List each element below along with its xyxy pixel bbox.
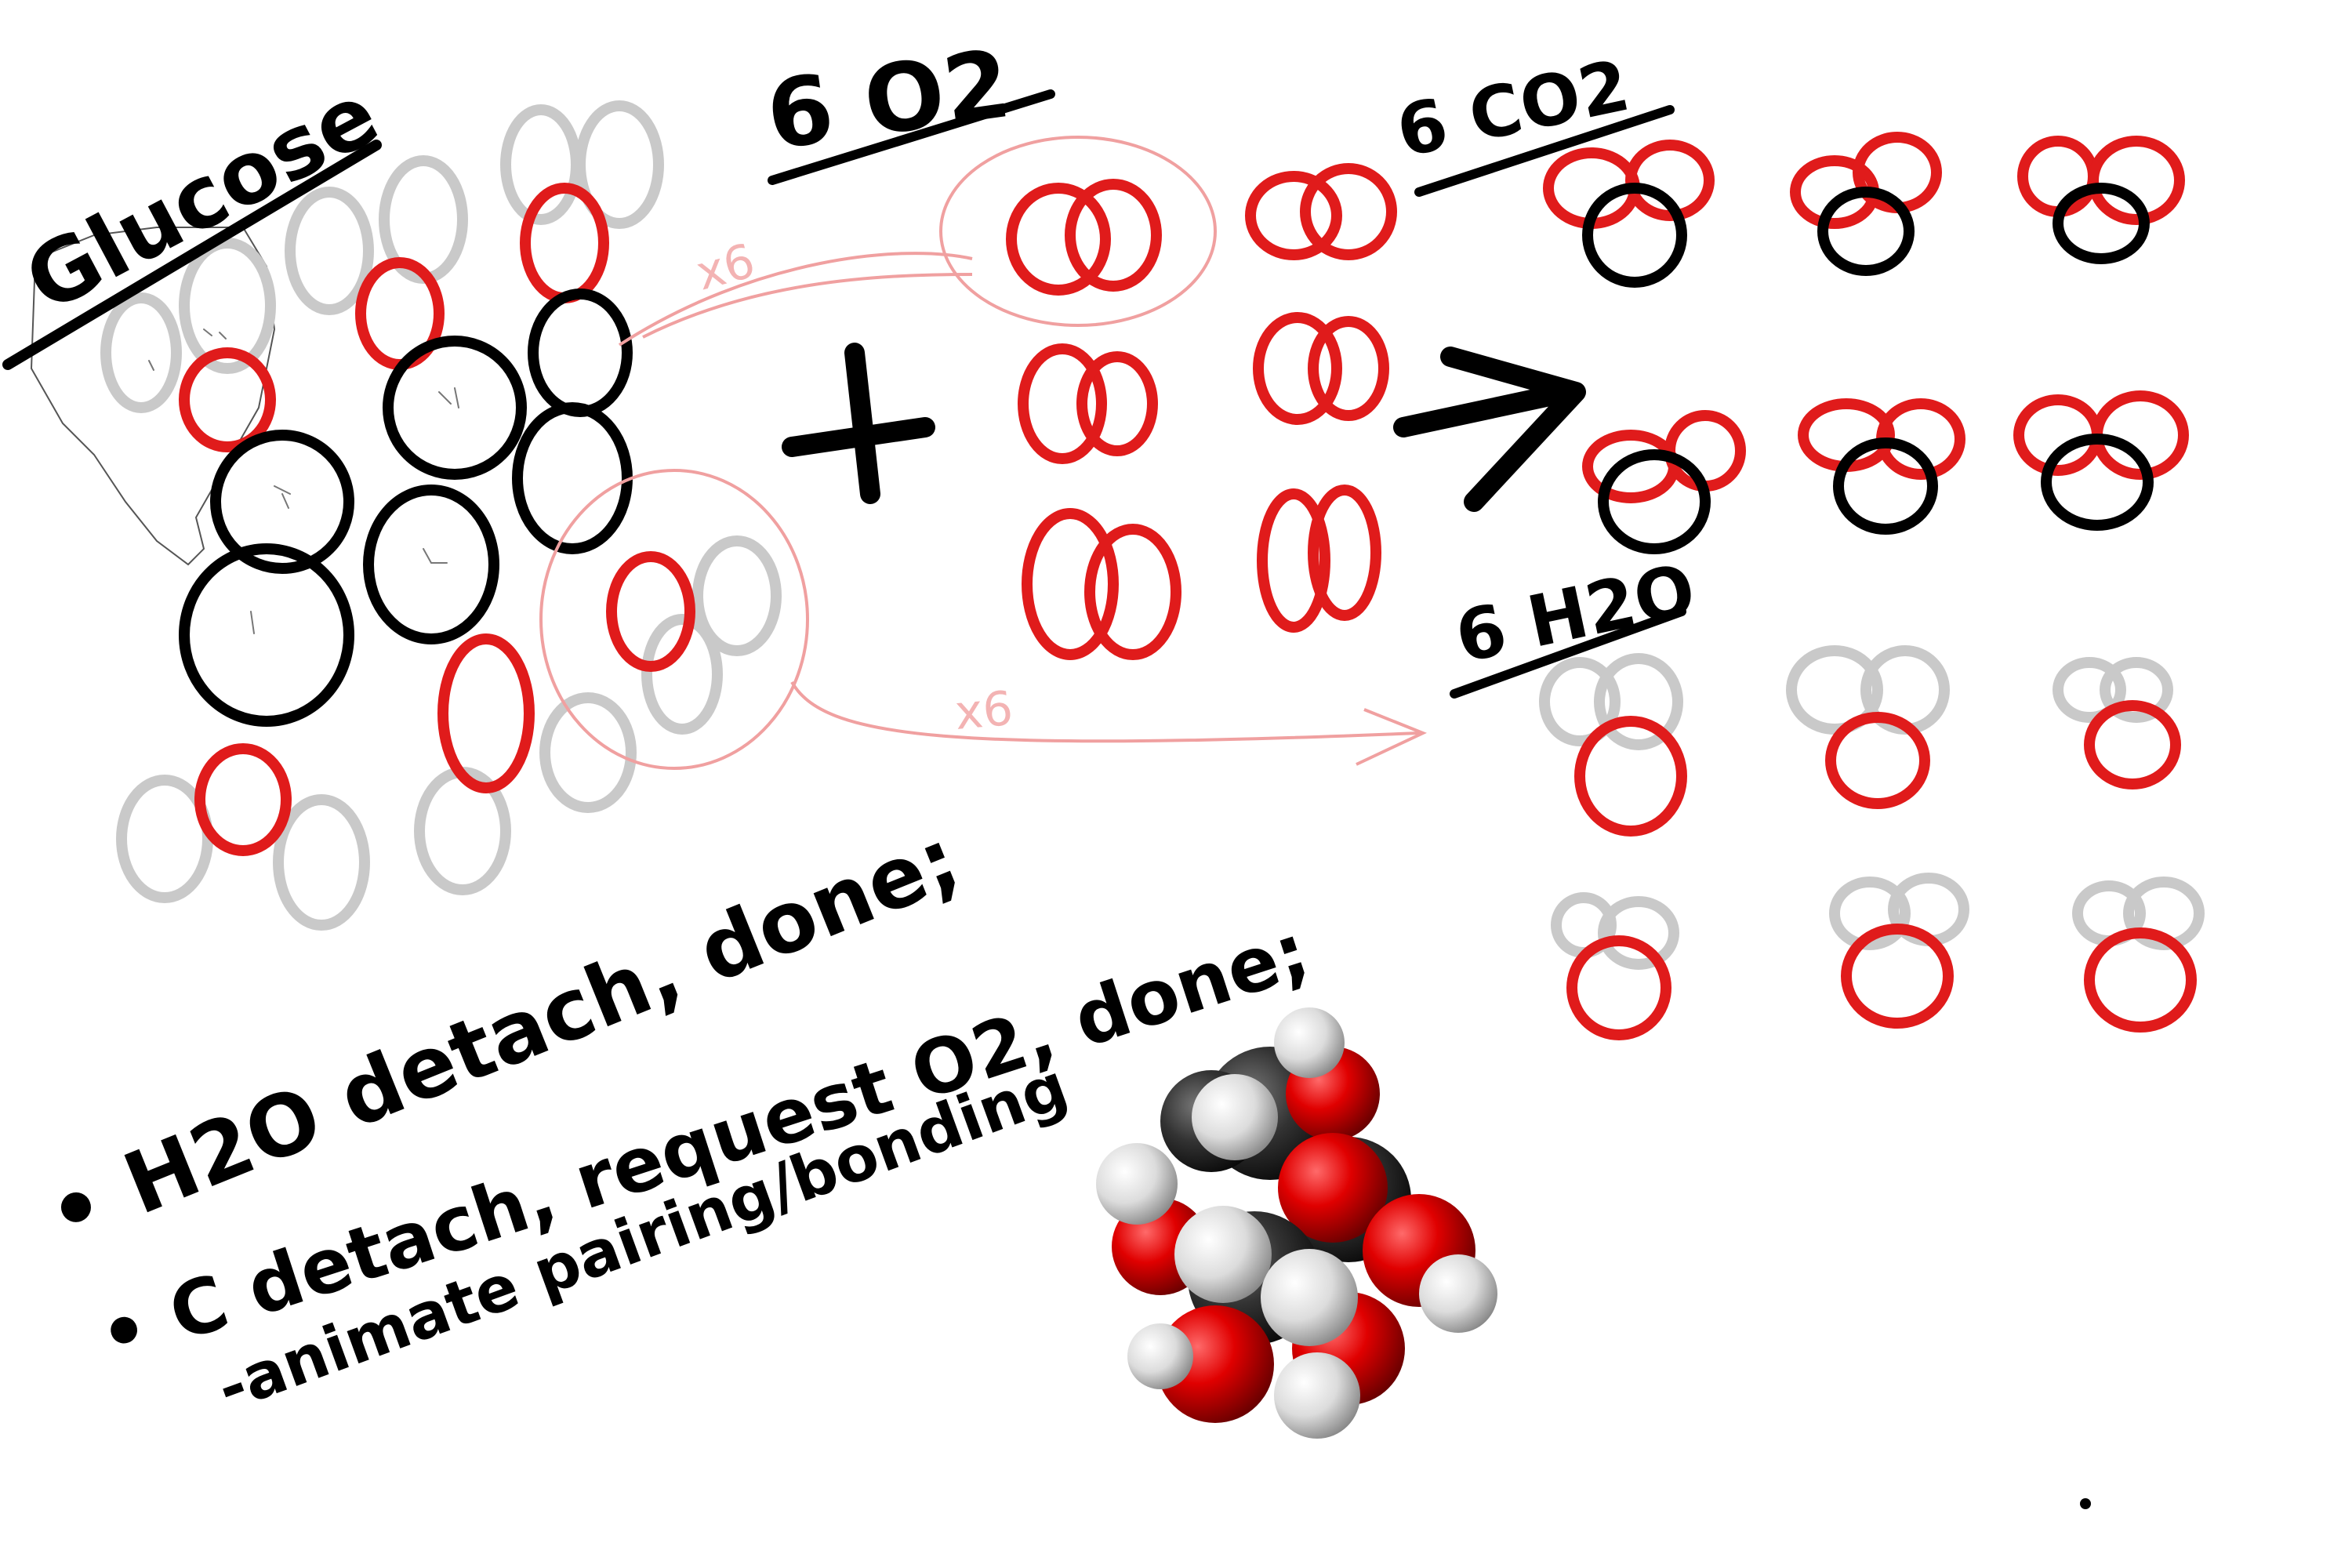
co2-molecule-2 <box>1790 132 1942 276</box>
multiplier-top: x6 <box>691 234 760 302</box>
glucose-underline <box>2 140 382 370</box>
o2-molecule-5 <box>1022 508 1181 660</box>
h2o-molecule-1 <box>1539 653 1687 837</box>
reaction-arrow <box>1393 347 1586 512</box>
glucose-molecule-sketch <box>30 100 782 931</box>
water-molecules <box>1539 645 2205 1040</box>
oxygen-label: 6 O2 <box>760 30 1017 172</box>
o2-molecule-3 <box>1018 343 1158 464</box>
pairing-annotations <box>539 136 1428 770</box>
plus-sign <box>782 343 935 504</box>
glucose-label-group: Glucose <box>2 64 394 370</box>
glucose-3d-model <box>1096 1007 1497 1439</box>
stray-dot <box>2080 1498 2091 1509</box>
h2o-molecule-5 <box>1829 873 1969 1029</box>
h2o-molecule-4 <box>1551 892 1679 1040</box>
o2-molecule-6 <box>1257 485 1381 633</box>
co2-molecule-4 <box>1582 410 1746 554</box>
h2o-molecule-2 <box>1786 645 1950 809</box>
co2-molecule-3 <box>2017 136 2185 264</box>
todo-notes: • H2O detach, done; • C detach, request … <box>34 810 1319 1425</box>
oxygen-molecules <box>1006 163 1397 660</box>
co2-molecule-1 <box>1543 140 1715 288</box>
co2-underline <box>1414 105 1675 197</box>
multiplier-bottom: x6 <box>953 681 1015 741</box>
o2-molecule-4 <box>1253 312 1389 425</box>
h2o-molecule-6 <box>2072 877 2205 1033</box>
co2-molecules <box>1543 132 2189 554</box>
h2o-molecule-3 <box>2053 657 2181 789</box>
oxygen-underline <box>768 89 1055 185</box>
co2-molecule-5 <box>1798 398 1965 535</box>
o2-molecule-2 <box>1245 163 1397 260</box>
oxygen-label-group: 6 O2 <box>760 30 1055 185</box>
o2-molecule-1 <box>1006 179 1162 296</box>
water-underline <box>1450 607 1686 699</box>
co2-molecule-6 <box>2013 390 2189 531</box>
